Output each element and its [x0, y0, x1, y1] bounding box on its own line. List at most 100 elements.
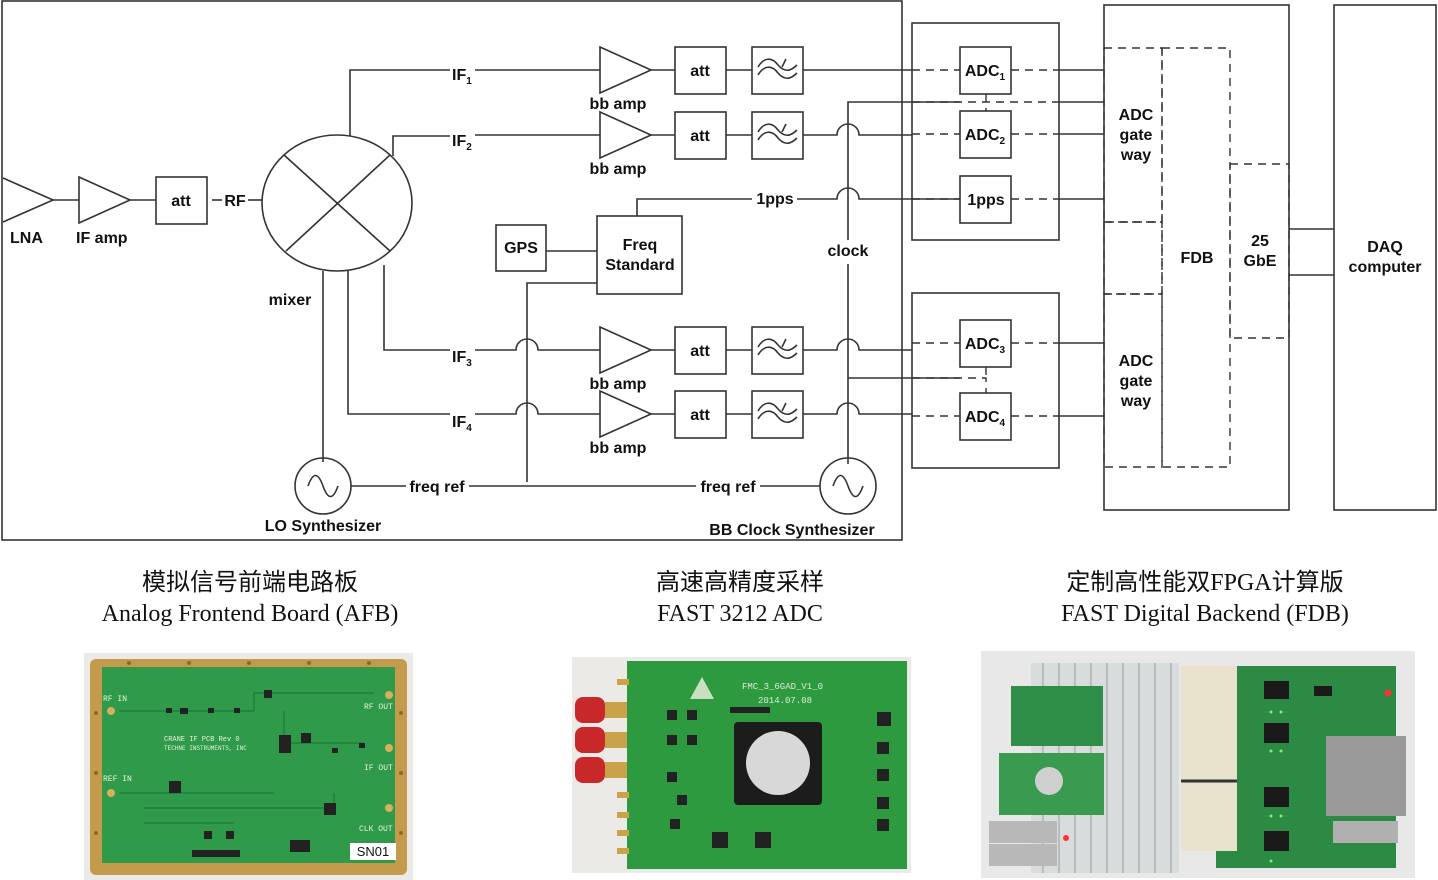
- bb-amp-label: bb amp: [590, 440, 647, 457]
- adc-label: ADC3: [965, 336, 1006, 356]
- adc-chip-4: ADC4: [912, 392, 1104, 441]
- caption-adc: 高速高精度采样 FAST 3212 ADC: [560, 568, 920, 630]
- bb-amplifier: [599, 325, 653, 375]
- adc-chip-2: ADC2: [912, 110, 1104, 159]
- gateway-bottom-label-2: gate: [1120, 373, 1153, 390]
- rf-att-label: att: [171, 193, 191, 210]
- pps-line-label: 1pps: [756, 191, 793, 208]
- bb-att-label: att: [690, 128, 710, 145]
- bb-clock-synthesizer: [819, 457, 877, 515]
- afb-frame: [1, 0, 903, 541]
- bb-attenuator: [674, 390, 727, 439]
- mixer-label: mixer: [269, 292, 312, 309]
- bb-att-label: att: [690, 63, 710, 80]
- lo-synth-label: LO Synthesizer: [265, 518, 381, 535]
- adc-pps-block: 1pps: [912, 175, 1104, 224]
- lowpass-filter-icon: [751, 111, 804, 160]
- caption-fdb-zh: 定制高性能双FPGA计算版: [1066, 570, 1344, 596]
- bb-clock-synth-label: BB Clock Synthesizer: [709, 522, 874, 539]
- adc-label: ADC4: [965, 409, 1006, 429]
- caption-afb: 模拟信号前端电路板 Analog Frontend Board (AFB): [60, 568, 440, 630]
- afb-rf-out-label: RF OUT: [364, 703, 393, 712]
- afb-rf-in-label: RF IN: [103, 695, 127, 704]
- if4-label: IF4: [452, 414, 472, 434]
- lna-label: LNA: [10, 230, 43, 247]
- daq-label-1: DAQ: [1367, 239, 1403, 256]
- caption-afb-zh: 模拟信号前端电路板: [142, 570, 358, 596]
- adc-silk-model: FMC_3_6GAD_V1_0: [742, 682, 823, 692]
- caption-fdb-en: FAST Digital Backend (FDB): [1061, 601, 1349, 627]
- gateway-top-label-2: gate: [1120, 127, 1153, 144]
- afb-silk-1: CRANE IF PCB Rev 0: [164, 736, 240, 744]
- gateway-bottom-label-1: ADC: [1119, 353, 1154, 370]
- caption-adc-en: FAST 3212 ADC: [657, 601, 823, 627]
- afb-board-photo: RF IN RF OUT IF OUT REF IN CLK OUT CRANE…: [84, 653, 413, 880]
- adc-board-photo: FMC_3_6GAD_V1_0 2014.07.08: [572, 657, 911, 873]
- freq-ref-label-left: freq ref: [409, 479, 465, 496]
- freq-ref-label-right: freq ref: [700, 479, 756, 496]
- freq-standard-box: [596, 215, 683, 295]
- if-channel-chain: bb amp att: [590, 325, 912, 393]
- bb-attenuator: [674, 46, 727, 95]
- bb-amp-label: bb amp: [590, 96, 647, 113]
- if-channel-chain: bb amp att: [590, 110, 912, 178]
- if-amp-label: IF amp: [76, 230, 128, 247]
- bb-amplifier: [599, 110, 653, 160]
- bb-amplifier: [599, 389, 653, 439]
- afb-serial-label: SN01: [357, 844, 390, 859]
- freq-standard-label-2: Standard: [605, 257, 674, 274]
- rf-attenuator: [155, 176, 208, 225]
- afb-silk-2: TECHNE INSTRUMENTS, INC: [164, 745, 247, 752]
- lo-synthesizer: [294, 457, 352, 515]
- if-channel-chain: bb amp att: [590, 389, 912, 457]
- afb-ref-in-label: REF IN: [103, 775, 132, 784]
- bb-amplifier: [599, 45, 653, 95]
- system-block-diagram: LNA IF amp att RF mixer IF1 IF2 IF3 IF4 …: [1, 0, 1437, 541]
- rf-label: RF: [224, 193, 246, 210]
- daq-computer-box: [1333, 4, 1437, 511]
- adc-gateway-bottom: [1103, 293, 1163, 468]
- adc-silk-date: 2014.07.08: [758, 696, 812, 706]
- fdb-core: [1161, 47, 1231, 468]
- if-channel-chain: bb amp att: [590, 45, 912, 113]
- lowpass-filter-icon: [751, 46, 804, 95]
- bb-attenuator: [674, 326, 727, 375]
- adc-label: ADC1: [965, 63, 1006, 83]
- adc-pps-label: 1pps: [967, 192, 1004, 209]
- bb-amp-label: bb amp: [590, 161, 647, 178]
- adc-chip-1: ADC1: [912, 46, 1104, 95]
- if-amplifier: IF amp: [76, 175, 132, 247]
- gbe-label-1: 25: [1251, 233, 1269, 250]
- lowpass-filter-icon: [751, 326, 804, 375]
- gbe-block: [1229, 163, 1290, 339]
- gps-box: [495, 224, 547, 272]
- adc-board-top: [911, 22, 1060, 241]
- adc-chip-3: ADC3: [912, 319, 1104, 368]
- if2-label: IF2: [452, 133, 472, 153]
- daq-label-2: computer: [1349, 259, 1422, 276]
- if3-label: IF3: [452, 349, 472, 369]
- lowpass-filter-icon: [751, 390, 804, 439]
- caption-adc-zh: 高速高精度采样: [656, 570, 824, 596]
- clock-label: clock: [828, 243, 869, 260]
- afb-if-out-label: IF OUT: [364, 764, 393, 773]
- lna-amplifier: LNA: [2, 177, 55, 247]
- gateway-bottom-label-3: way: [1120, 393, 1151, 410]
- fdb-board-photo: [981, 651, 1415, 878]
- bb-att-label: att: [690, 343, 710, 360]
- adc-board-bottom: [911, 292, 1060, 469]
- mixer: [261, 134, 413, 272]
- gateway-top-label-3: way: [1120, 147, 1151, 164]
- bb-amp-label: bb amp: [590, 376, 647, 393]
- fdb-label: FDB: [1181, 250, 1214, 267]
- bb-att-label: att: [690, 407, 710, 424]
- afb-clk-out-label: CLK OUT: [359, 825, 393, 834]
- gps-label: GPS: [504, 240, 538, 257]
- gateway-top-label-1: ADC: [1119, 107, 1154, 124]
- caption-fdb: 定制高性能双FPGA计算版 FAST Digital Backend (FDB): [1010, 568, 1400, 630]
- caption-afb-en: Analog Frontend Board (AFB): [101, 601, 399, 627]
- if1-label: IF1: [452, 67, 472, 87]
- gbe-label-2: GbE: [1244, 253, 1277, 270]
- adc-label: ADC2: [965, 127, 1006, 147]
- freq-standard-label-1: Freq: [623, 237, 658, 254]
